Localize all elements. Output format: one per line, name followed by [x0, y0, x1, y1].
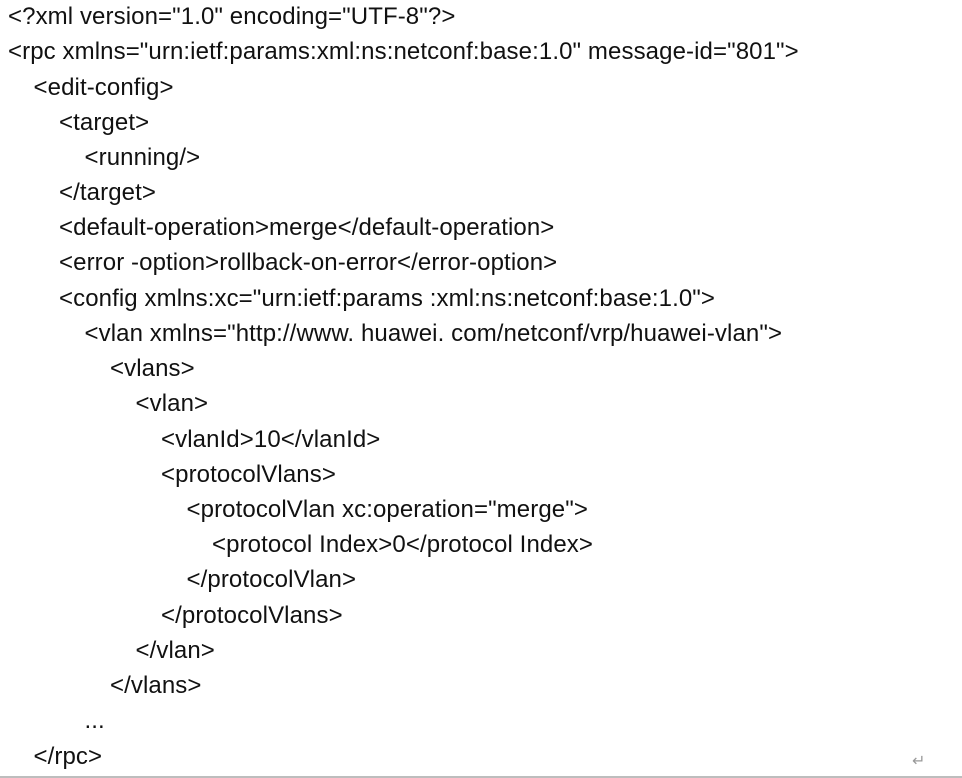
code-line-22: </rpc>	[33, 743, 103, 770]
code-line-06: </target>	[59, 179, 156, 206]
code-line-21: ...	[84, 707, 105, 734]
code-line-08: <error -option>rollback-on-error</error-…	[59, 249, 558, 276]
code-line-11: <vlans>	[110, 355, 195, 382]
code-line-19: </vlan>	[135, 637, 215, 664]
code-line-04: <target>	[59, 109, 150, 136]
code-line-14: <protocolVlans>	[161, 461, 336, 488]
code-line-02: <rpc xmlns="urn:ietf:params:xml:ns:netco…	[8, 38, 799, 65]
code-line-10: <vlan xmlns="http://www. huawei. com/net…	[84, 320, 783, 347]
code-line-20: </vlans>	[110, 672, 202, 699]
code-line-15: <protocolVlan xc:operation="merge">	[186, 496, 588, 523]
paragraph-return-icon: ↵	[912, 751, 926, 770]
code-line-09: <config xmlns:xc="urn:ietf:params :xml:n…	[59, 285, 716, 312]
code-line-16: <protocol Index>0</protocol Index>	[212, 531, 594, 558]
code-line-13: <vlanId>10</vlanId>	[161, 426, 381, 453]
code-line-12: <vlan>	[135, 390, 209, 417]
code-line-05: <running/>	[84, 144, 201, 171]
code-line-17: </protocolVlan>	[186, 566, 357, 593]
code-line-03: <edit-config>	[33, 74, 174, 101]
code-line-07: <default-operation>merge</default-operat…	[59, 214, 555, 241]
code-line-01: <?xml version="1.0" encoding="UTF-8"?>	[8, 3, 456, 30]
code-line-18: </protocolVlans>	[161, 602, 343, 629]
